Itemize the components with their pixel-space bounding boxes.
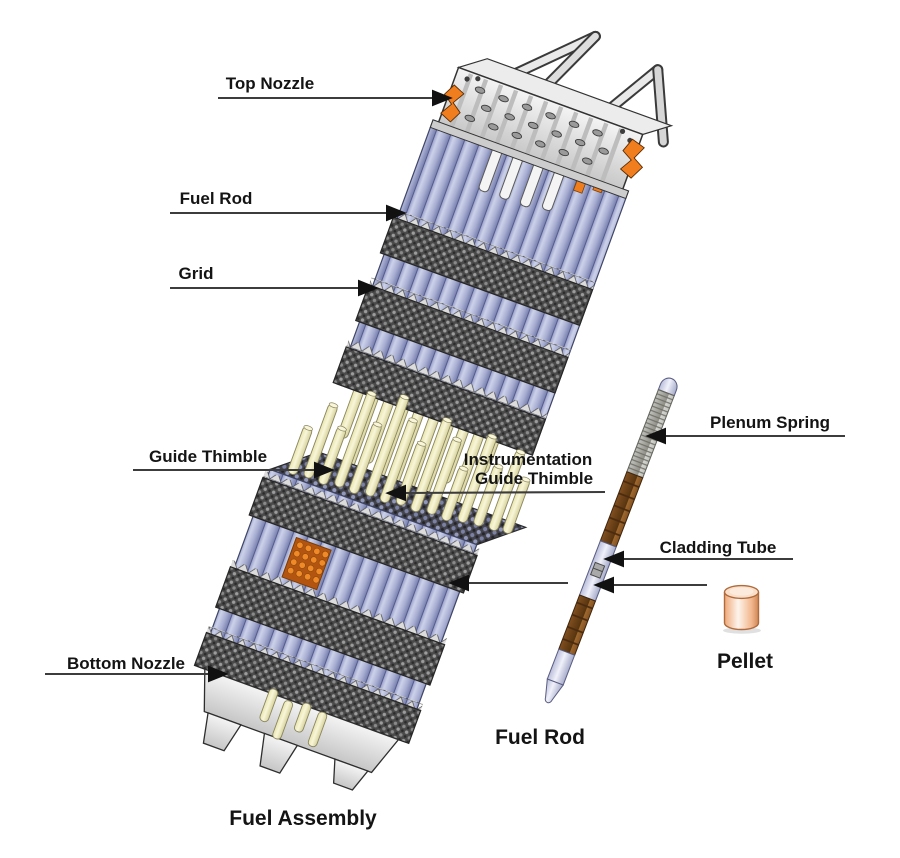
- grid-band: [248, 476, 478, 594]
- plenum-spring-section: [626, 388, 675, 479]
- thimble-rod: [272, 700, 294, 740]
- callout-arrows: [45, 89, 845, 683]
- thimble-rod: [293, 702, 312, 733]
- fuel-rod-caption: Fuel Rod: [495, 726, 585, 749]
- grid-band: [214, 565, 446, 686]
- instrumentation-guide-thimble-label-line1: Instrumentation: [464, 450, 592, 469]
- nozzle-foot: [332, 758, 369, 791]
- nozzle-holes: [464, 86, 609, 165]
- grid-band: [332, 346, 547, 456]
- thimble-rod: [259, 688, 279, 723]
- pellet-stack-section: [599, 471, 644, 548]
- lower-guide-thimbles: [287, 390, 531, 534]
- top-nozzle-label: Top Nozzle: [226, 74, 314, 93]
- pellet-caption: Pellet: [717, 650, 773, 673]
- pellet-drawing: [723, 584, 761, 634]
- nozzle-foot: [202, 712, 242, 752]
- protruding-thimble-tips: [259, 688, 328, 748]
- grid-label: Grid: [179, 264, 214, 283]
- fuel-rod-label: Fuel Rod: [180, 189, 253, 208]
- callout-labels: Top Nozzle Fuel Rod Grid Guide Thimble I…: [67, 74, 830, 830]
- nozzle-foot: [259, 732, 299, 774]
- lower-grid-bands: [193, 470, 480, 745]
- fuel-rod-tip: [544, 678, 564, 704]
- thimble-rod: [307, 711, 328, 748]
- cladding-tube-section: [546, 648, 576, 686]
- pellet-stack-section: [558, 594, 597, 656]
- guide-thimble-label: Guide Thimble: [149, 447, 267, 466]
- cladding-tube-label: Cladding Tube: [660, 538, 777, 557]
- instrumentation-guide-thimble-arrow: [385, 484, 606, 502]
- exposed-pellet-patch: [281, 536, 332, 591]
- instrumentation-guide-thimble-label-line2: Guide Thimble: [475, 469, 593, 488]
- orange-spring-clip: [619, 138, 645, 179]
- grid-band: [354, 284, 569, 394]
- fuel-assembly-caption: Fuel Assembly: [229, 807, 377, 830]
- plenum-spring-label: Plenum Spring: [710, 413, 830, 432]
- grid-band: [379, 216, 594, 327]
- control-rods: [478, 146, 565, 212]
- bottom-nozzle-label: Bottom Nozzle: [67, 654, 185, 673]
- upper-grid-bands: [332, 209, 596, 456]
